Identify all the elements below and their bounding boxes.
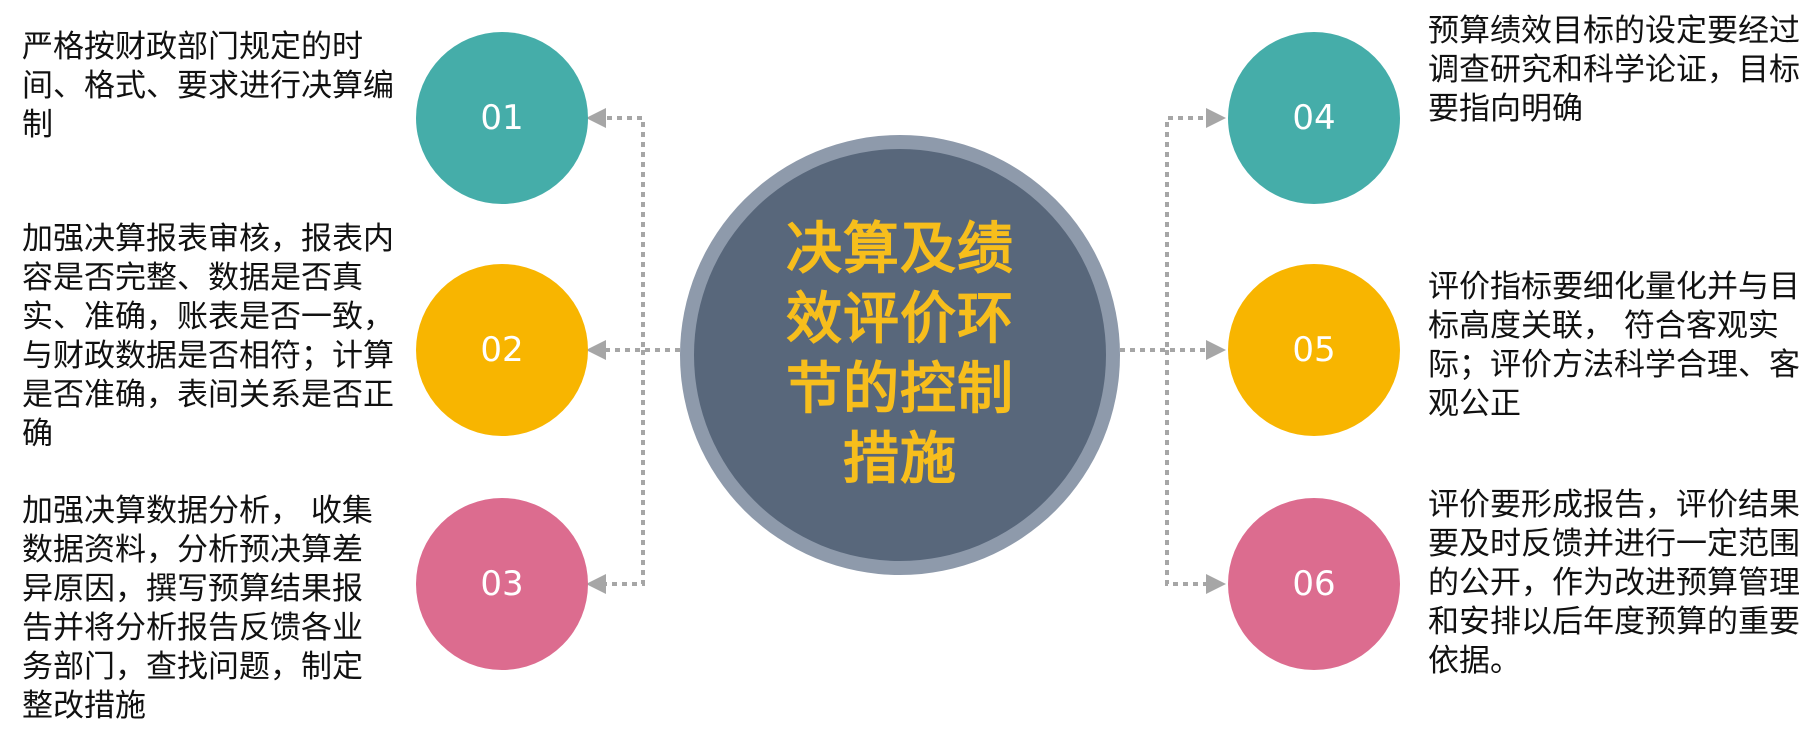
node-05: 05 (1228, 264, 1400, 436)
measure-04-text: 预算绩效目标的设定要经过调查研究和科学论证，目标要指向明确 (1428, 13, 1800, 127)
node-06: 06 (1228, 498, 1400, 670)
measure-03-text: 加强决算数据分析， 收集数据资料，分析预决算差异原因，撰写预算结果报告并将分析报… (22, 493, 373, 724)
measure-05-text: 评价指标要细化量化并与目标高度关联， 符合客观实际；评价方法科学合理、客观公正 (1428, 269, 1800, 422)
connector-04 (1120, 108, 1226, 352)
node-02-number: 02 (480, 330, 524, 370)
measure-01-text: 严格按财政部门规定的时间、格式、要求进行决算编制 (22, 29, 394, 143)
node-04-number: 04 (1292, 98, 1336, 138)
connector-06 (1165, 350, 1226, 594)
node-01-number: 01 (480, 98, 524, 138)
connector-03 (586, 350, 645, 594)
center-circle-core: 决算及绩效评价环节的控制措施 (694, 149, 1106, 561)
node-03: 03 (416, 498, 588, 670)
node-03-number: 03 (480, 564, 524, 604)
measure-02-text: 加强决算报表审核，报表内容是否完整、数据是否真实、准确，账表是否一致，与财政数据… (22, 221, 394, 452)
center-title: 决算及绩效评价环节的控制措施 (786, 217, 1014, 492)
node-05-number: 05 (1292, 330, 1336, 370)
connector-01 (586, 108, 680, 352)
node-06-number: 06 (1292, 564, 1336, 604)
node-04: 04 (1228, 32, 1400, 204)
node-01: 01 (416, 32, 588, 204)
center-circle: 决算及绩效评价环节的控制措施 (680, 135, 1120, 575)
node-02: 02 (416, 264, 588, 436)
measure-06-text: 评价要形成报告，评价结果要及时反馈并进行一定范围的公开，作为改进预算管理和安排以… (1428, 487, 1800, 679)
